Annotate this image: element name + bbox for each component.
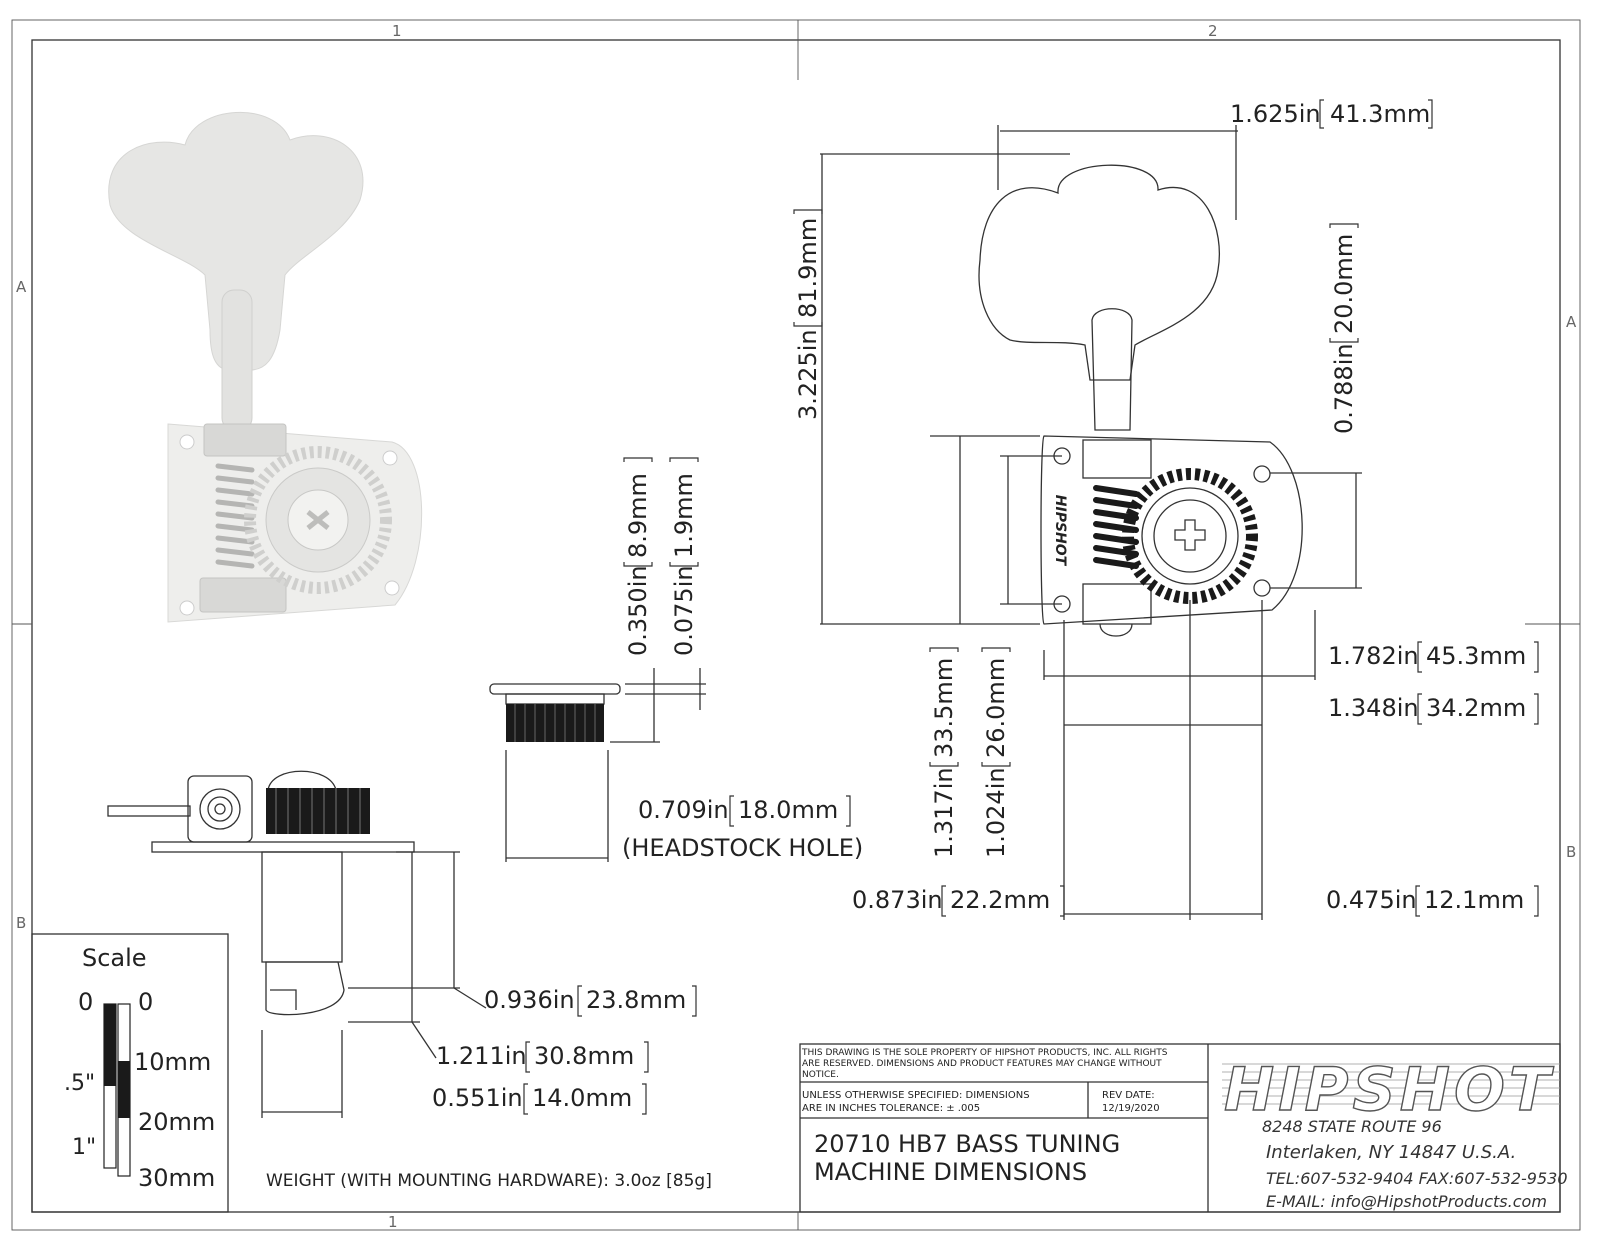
scale-box: Scale 0 .5" 1" 0 10mm 20mm 30mm (31, 933, 229, 1213)
front-plate-outline (1040, 435, 1303, 625)
dim-width-overall: 1.625in 41.3mm (1230, 99, 1433, 129)
rev-date-label: REV DATE: (1102, 1090, 1155, 1101)
bushing-dimension-lines (505, 668, 706, 862)
svg-text:30.8mm: 30.8mm (534, 1042, 634, 1070)
svg-text:23.8mm: 23.8mm (586, 986, 686, 1014)
side-plate (151, 841, 415, 853)
zone-bottom-1: 1 (388, 1213, 398, 1231)
svg-text:1.9mm: 1.9mm (670, 473, 698, 558)
svg-text:1.625in: 1.625in (1230, 100, 1321, 128)
svg-text:0.709in: 0.709in (638, 796, 729, 824)
company-block: HIPSHOT 8248 STATE ROUTE 96 Interlaken, … (1222, 1054, 1568, 1211)
svg-text:0: 0 (78, 988, 93, 1016)
tuner-front-view: HIPSHOT (978, 164, 1303, 637)
zone-left-a: A (16, 278, 27, 296)
front-gear (1122, 468, 1258, 604)
property-notice-2: ARE RESERVED. DIMENSIONS AND PRODUCT FEA… (802, 1059, 1162, 1069)
dim-flange-thickness: 0.075in 1.9mm (669, 457, 699, 656)
svg-text:34.2mm: 34.2mm (1426, 694, 1526, 722)
side-dimension-lines (261, 851, 487, 1118)
svg-text:14.0mm: 14.0mm (532, 1084, 632, 1112)
zone-top-2: 2 (1208, 22, 1218, 40)
svg-text:1.782in: 1.782in (1328, 642, 1419, 670)
dim-hole-spacing-v: 0.788in 20.0mm (1329, 223, 1359, 434)
dim-headstock-hole: 0.709in 18.0mm (HEADSTOCK HOLE) (622, 795, 863, 862)
svg-text:0.873in: 0.873in (852, 886, 943, 914)
svg-text:.5": .5" (64, 1071, 95, 1096)
dim-hole-spacing-h: 1.348in 34.2mm (1328, 693, 1539, 725)
dim-post-length-b: 1.211in 30.8mm (436, 1041, 649, 1073)
dim-plate-width: 1.782in 45.3mm (1328, 641, 1539, 673)
svg-text:0.475in: 0.475in (1326, 886, 1417, 914)
svg-text:0.936in: 0.936in (484, 986, 575, 1014)
svg-text:45.3mm: 45.3mm (1426, 642, 1526, 670)
svg-text:1.317in: 1.317in (930, 767, 958, 858)
tuner-side-view (107, 770, 415, 1016)
svg-text:3.225in: 3.225in (794, 329, 822, 420)
zone-top-1: 1 (392, 22, 402, 40)
dim-bushing-height: 0.350in 8.9mm (623, 457, 653, 656)
dim-post-length-a: 0.936in 23.8mm (484, 985, 697, 1017)
company-address-2: Interlaken, NY 14847 U.S.A. (1266, 1142, 1516, 1163)
svg-text:30mm: 30mm (138, 1164, 215, 1192)
svg-text:81.9mm: 81.9mm (794, 218, 822, 318)
svg-text:18.0mm: 18.0mm (738, 796, 838, 824)
plate-stamp: HIPSHOT (1052, 495, 1068, 567)
svg-text:(HEADSTOCK HOLE): (HEADSTOCK HOLE) (622, 834, 863, 862)
zone-left-b: B (16, 914, 26, 932)
tuner-render (108, 111, 423, 623)
title-block: THIS DRAWING IS THE SOLE PROPERTY OF HIP… (799, 1043, 1561, 1213)
inner-frame (31, 39, 1561, 1213)
company-phone: TEL:607-532-9404 FAX:607-532-9530 (1266, 1169, 1568, 1188)
svg-text:0: 0 (138, 988, 153, 1016)
svg-text:0.788in: 0.788in (1330, 343, 1358, 434)
zone-right-a: A (1566, 313, 1577, 331)
zone-right-b: B (1566, 843, 1576, 861)
property-notice-3: NOTICE. (802, 1070, 839, 1080)
svg-text:1.211in: 1.211in (436, 1042, 527, 1070)
tolerance-2: ARE IN INCHES TOLERANCE: ± .005 (802, 1103, 980, 1114)
svg-text:26.0mm: 26.0mm (982, 658, 1010, 758)
company-email: E-MAIL: info@HipshotProducts.com (1266, 1192, 1547, 1211)
svg-text:12.1mm: 12.1mm (1424, 886, 1524, 914)
svg-text:10mm: 10mm (134, 1048, 211, 1076)
front-dimension-lines (820, 125, 1362, 920)
svg-text:22.2mm: 22.2mm (950, 886, 1050, 914)
svg-text:1.024in: 1.024in (982, 767, 1010, 858)
svg-text:0.350in: 0.350in (624, 565, 652, 656)
svg-text:41.3mm: 41.3mm (1330, 100, 1430, 128)
drawing-title-1: 20710 HB7 BASS TUNING (814, 1130, 1120, 1158)
bushing (489, 683, 621, 742)
dim-post-diameter: 0.551in 14.0mm (432, 1083, 647, 1115)
svg-text:8.9mm: 8.9mm (624, 473, 652, 558)
dim-inner-height: 1.024in 26.0mm (981, 647, 1011, 858)
scale-title: Scale (82, 944, 147, 972)
svg-text:0.551in: 0.551in (432, 1084, 523, 1112)
svg-text:20mm: 20mm (138, 1108, 215, 1136)
drawing-title-2: MACHINE DIMENSIONS (814, 1158, 1087, 1186)
svg-text:0.075in: 0.075in (670, 565, 698, 656)
front-button-outline (978, 164, 1220, 381)
svg-text:33.5mm: 33.5mm (930, 658, 958, 758)
company-address-1: 8248 STATE ROUTE 96 (1262, 1117, 1442, 1136)
tolerance-1: UNLESS OTHERWISE SPECIFIED: DIMENSIONS (802, 1090, 1030, 1101)
svg-text:1": 1" (72, 1135, 96, 1160)
outer-frame (11, 19, 1581, 1231)
side-post (261, 851, 343, 963)
tuner-render-button (108, 111, 364, 371)
dim-plate-height: 1.317in 33.5mm (929, 647, 959, 858)
dim-post-offset: 0.873in 22.2mm (852, 885, 1065, 917)
side-gear (266, 788, 370, 834)
rev-date: 12/19/2020 (1102, 1103, 1160, 1114)
dim-height-overall: 3.225in 81.9mm (793, 209, 823, 420)
dim-hole-offset: 0.475in 12.1mm (1326, 885, 1539, 917)
property-notice-1: THIS DRAWING IS THE SOLE PROPERTY OF HIP… (801, 1048, 1168, 1058)
weight-note: WEIGHT (WITH MOUNTING HARDWARE): 3.0oz [… (266, 1171, 712, 1191)
hipshot-logo: HIPSHOT (1224, 1055, 1554, 1125)
svg-text:20.0mm: 20.0mm (1330, 234, 1358, 334)
svg-text:1.348in: 1.348in (1328, 694, 1419, 722)
